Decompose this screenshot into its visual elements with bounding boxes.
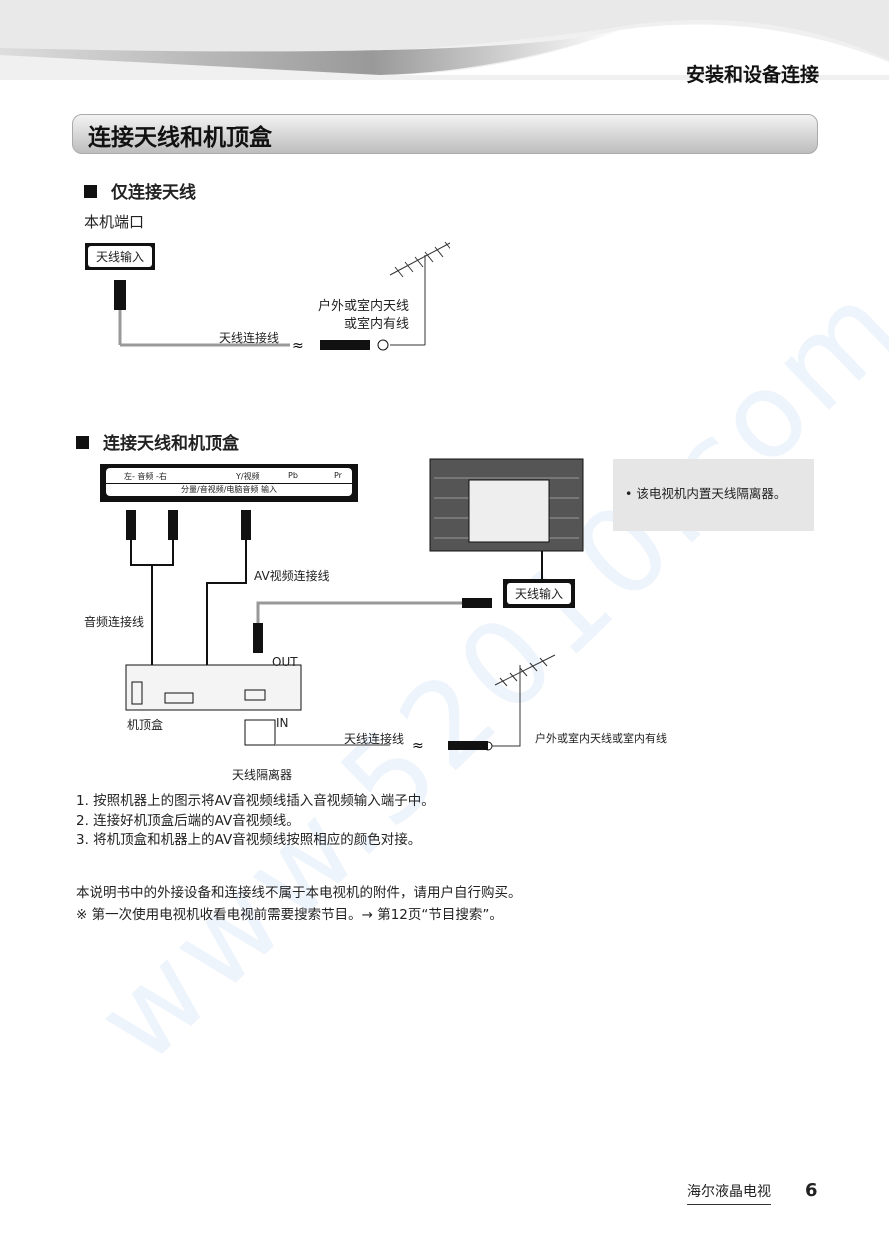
panel-audio-label: - 音频 - [132,472,159,481]
subheading-antenna-only: 仅连接天线 [84,178,196,203]
panel-pr: Pr [334,471,342,480]
section-bar [72,114,818,154]
cable-label: 天线连接线 [219,331,280,345]
footnotes: 本说明书中的外接设备和连接线不属于本电视机的附件，请用户自行购买。 ※ 第一次使… [76,882,522,926]
page-number: 6 [805,1180,818,1201]
port-label: 天线输入 [88,246,153,267]
port-caption: 本机端口 [84,213,145,231]
footnote: 本说明书中的外接设备和连接线不属于本电视机的附件，请用户自行购买。 [76,885,522,901]
panel-right: 右 [158,472,167,481]
antenna-label: 户外或室内天线或室内有线 [318,298,409,334]
panel-audio: 左- 音频 -右 [124,471,167,482]
stb-diagram: ≈ [125,510,556,754]
subheading-antenna-stb: 连接天线和机顶盒 [76,429,239,454]
stb-label: 机顶盒 [127,718,164,732]
panel-bottom: 分量/音视频/电脑音频 输入 [106,483,352,495]
av-cable-label: AV视频连接线 [254,569,330,583]
step: 3. 将机顶盒和机器上的AV音视频线按照相应的颜色对接。 [76,832,422,848]
port-label-box: 天线输入 [85,243,156,270]
panel-video: Y/视频 [236,472,260,481]
note-text: 该电视机内置天线隔离器。 [636,486,787,501]
chapter-title: 安装和设备连接 [685,64,819,86]
subheading-text: 连接天线和机顶盒 [103,434,239,454]
tv-port-label: 天线输入 [507,583,572,604]
step: 1. 按照机器上的图示将AV音视频线插入音视频输入端子中。 [76,793,435,809]
svg-text:≈: ≈ [412,738,424,754]
antenna-label-2: 或室内有线 [344,317,410,332]
in-label: IN [276,716,289,730]
cable-label-2: 天线连接线 [344,732,405,746]
svg-text:≈: ≈ [292,338,304,354]
out-label: OUT [272,655,298,669]
av-input-panel: 左- 音频 -右 Y/视频 Pb Pr 分量/音视频/电脑音频 输入 [100,464,358,502]
tv-port-box: 天线输入 [503,579,576,608]
tv-rear-illustration [429,458,584,552]
panel-left: 左 [124,472,132,481]
panel-pb: Pb [288,471,298,480]
splitter-label: 天线隔离器 [232,768,293,782]
section-title: 连接天线和机顶盒 [88,125,272,151]
footer-brand: 海尔液晶电视 [687,1181,771,1205]
audio-cable-label: 音频连接线 [84,615,145,629]
antenna-diagram-1: ≈ [114,241,450,354]
steps-list: 1. 按照机器上的图示将AV音视频线插入音视频输入端子中。 2. 连接好机顶盒后… [76,792,435,851]
header-swoosh [0,0,889,80]
antenna-label-2: 户外或室内天线或室内有线 [535,732,667,745]
footnote: ※ 第一次使用电视机收看电视前需要搜索节目。→ 第12页“节目搜索”。 [76,907,503,923]
antenna-label-1: 户外或室内天线 [318,299,410,314]
subheading-text: 仅连接天线 [111,183,196,203]
step: 2. 连接好机顶盒后端的AV音视频线。 [76,812,300,829]
note-box: • 该电视机内置天线隔离器。 [613,459,814,531]
